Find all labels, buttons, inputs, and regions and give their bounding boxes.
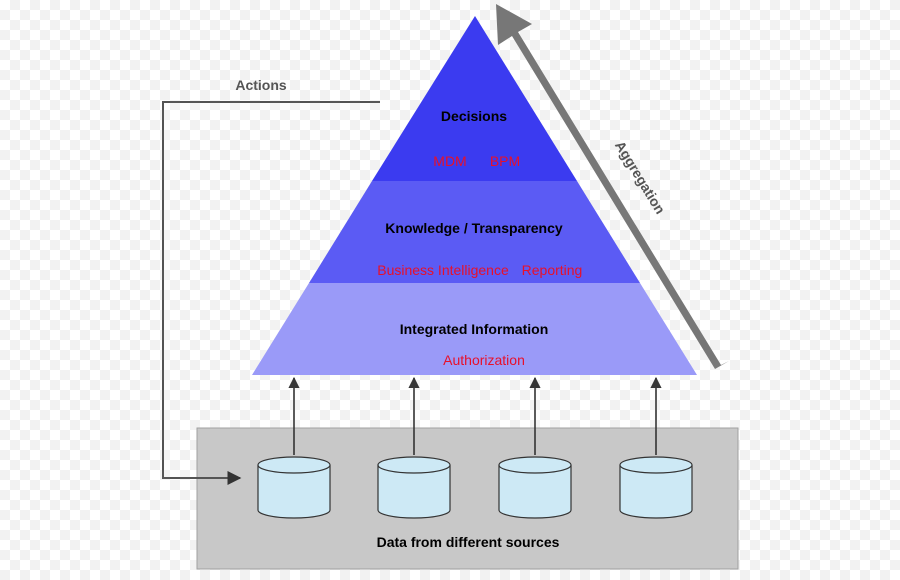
sources-label: Data from different sources	[377, 534, 560, 550]
actions-label: Actions	[235, 77, 287, 93]
pyramid-layer-information	[252, 283, 697, 375]
layer-title-information: Integrated Information	[400, 321, 549, 337]
database-cylinder-icon	[257, 456, 331, 519]
layer-tag-business-intelligence: Business Intelligence	[377, 262, 509, 278]
pyramid-layer-decisions	[372, 16, 577, 181]
layer-title-decisions: Decisions	[441, 108, 507, 124]
database-cylinder-icon	[377, 456, 451, 519]
layer-tag-bpm: BPM	[490, 153, 520, 169]
data-flow-arrows	[288, 376, 662, 455]
layer-tag-authorization: Authorization	[443, 352, 525, 368]
layer-tag-reporting: Reporting	[522, 262, 583, 278]
layer-title-knowledge: Knowledge / Transparency	[385, 220, 563, 236]
layer-tag-mdm: MDM	[433, 153, 466, 169]
database-cylinder-icon	[498, 456, 572, 519]
actions-feedback-line	[162, 101, 380, 485]
aggregation-arrow-icon	[496, 4, 729, 369]
database-cylinder-icon	[619, 456, 693, 519]
pyramid-layer-knowledge	[309, 181, 640, 283]
